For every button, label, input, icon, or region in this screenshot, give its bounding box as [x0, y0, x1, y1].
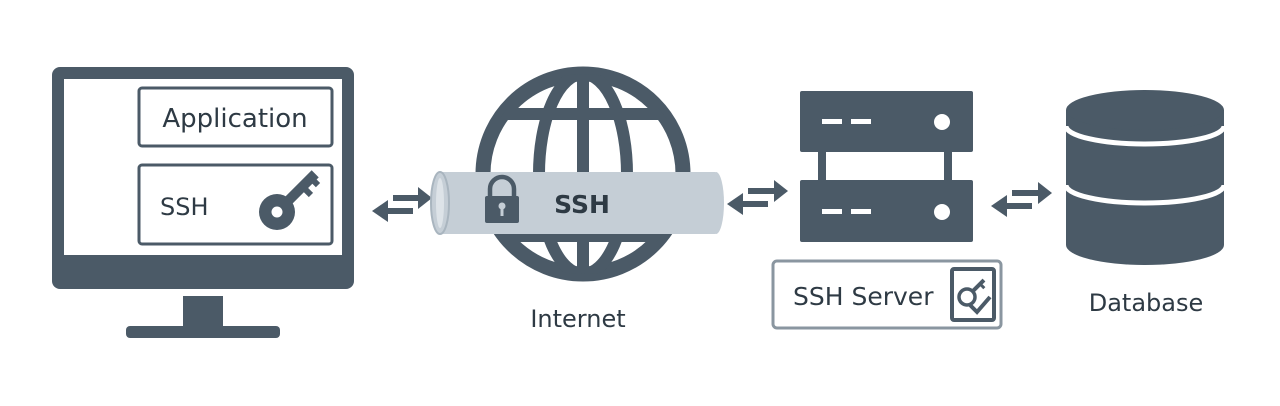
- server-rack-icon: [800, 91, 973, 242]
- bidirectional-arrow-client-tunnel: [372, 187, 432, 222]
- padlock-icon: [485, 174, 519, 223]
- bidirectional-arrow-server-database: [991, 182, 1052, 217]
- ssh-client-box: SSH: [137, 163, 334, 246]
- database-icon: [1063, 90, 1227, 265]
- ssh-client-label: SSH: [160, 193, 209, 221]
- internet-label: Internet: [530, 305, 625, 333]
- ssh-server-label: SSH Server: [793, 282, 934, 311]
- key-icon: [259, 170, 321, 231]
- bidirectional-arrow-tunnel-server: [727, 180, 788, 215]
- tunnel-label: SSH: [554, 190, 610, 219]
- ssh-server-box: SSH Server: [771, 259, 1003, 330]
- ssh-tunnel: SSH: [430, 171, 724, 235]
- application-box: Application: [137, 86, 334, 148]
- key-certificate-icon: [950, 267, 996, 322]
- application-label: Application: [162, 104, 307, 134]
- database-label: Database: [1089, 289, 1204, 317]
- client-monitor: Application SSH: [52, 67, 354, 338]
